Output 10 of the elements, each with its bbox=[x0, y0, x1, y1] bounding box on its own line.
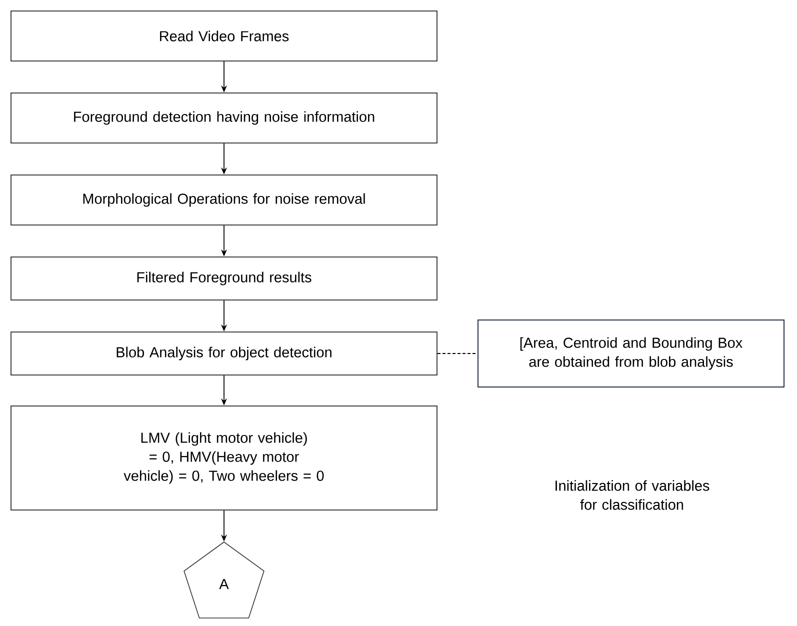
note-text: Initialization of variables for classification bbox=[556, 480, 710, 510]
process-box: Foreground detection having noise information bbox=[10, 92, 438, 144]
dashed-connector bbox=[437, 353, 478, 354]
process-box: LMV (Light motor vehicle) = 0, HMV(Heavy motor vehicle) = 0, Two wheelers = 0 bbox=[10, 406, 438, 510]
annotation-box: [Area, Centroid and Bounding Box are obtained from blob analysis bbox=[478, 320, 785, 388]
process-box: Read Video Frames bbox=[10, 10, 438, 62]
connector-pentagon: A bbox=[184, 542, 264, 618]
process-box: Blob Analysis for object detection bbox=[10, 332, 438, 376]
process-box: Morphological Operations for noise removal bbox=[10, 174, 438, 226]
process-box: Filtered Foreground results bbox=[10, 256, 438, 300]
